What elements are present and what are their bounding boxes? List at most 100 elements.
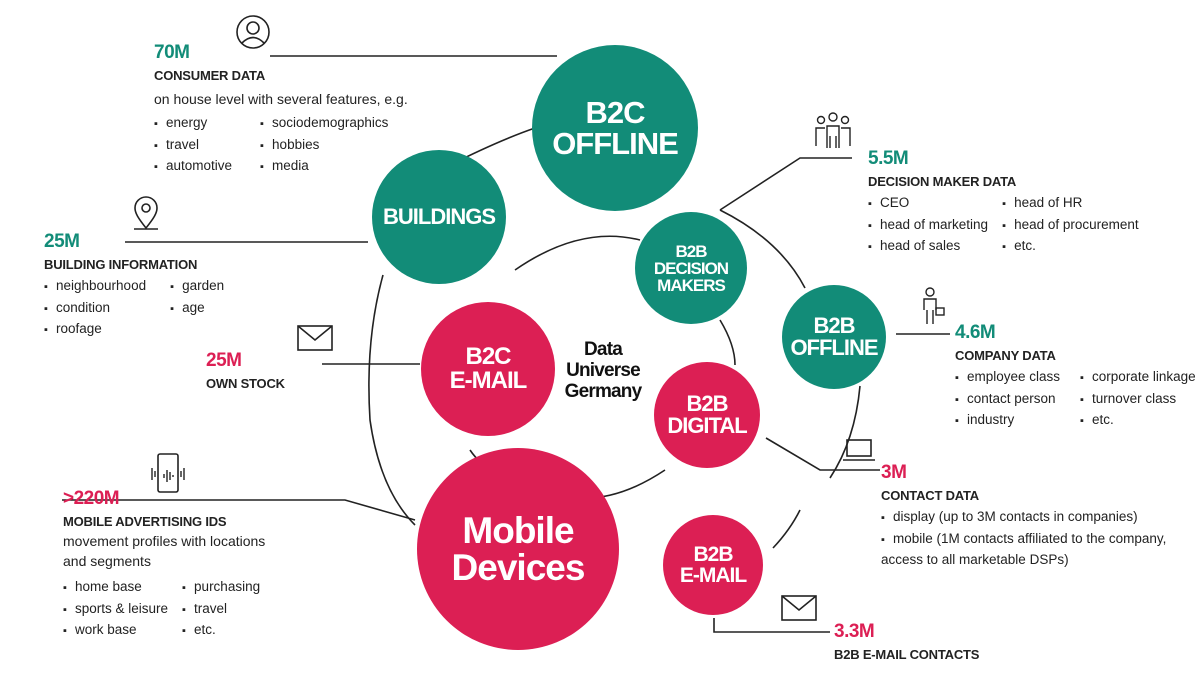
list-item: roofage	[44, 319, 146, 341]
envelope-icon	[781, 595, 817, 621]
mobile-desc-1: movement profiles with locations	[63, 533, 266, 549]
decision-list-2: head of HR head of procurement etc.	[1002, 193, 1139, 258]
consumer-list-1: energy travel automotive	[154, 113, 232, 178]
list-item: age	[170, 298, 224, 320]
envelope-icon	[297, 325, 333, 351]
company-title: COMPANY DATA	[955, 348, 1056, 363]
list-item: mobile (1M contacts affiliated to the co…	[881, 529, 1171, 571]
company-count: 4.6M	[955, 322, 996, 343]
mobile-list-1: home base sports & leisure work base	[63, 577, 168, 642]
consumer-count: 70M	[154, 42, 190, 63]
list-item: neighbourhood	[44, 276, 146, 298]
list-item: energy	[154, 113, 232, 135]
circle-label: B2C	[465, 343, 511, 370]
list-item: home base	[63, 577, 168, 599]
list-item: sociodemographics	[260, 113, 388, 135]
building-list-2: garden age	[170, 276, 224, 341]
list-item: industry	[955, 410, 1060, 432]
list-item: travel	[154, 135, 232, 157]
contact-count: 3M	[881, 462, 907, 483]
list-item: etc.	[1080, 410, 1196, 432]
circle-label: Mobile	[462, 510, 574, 551]
center-line-3: Germany	[564, 381, 643, 402]
group-icon	[815, 112, 851, 148]
circle-b2b-email[interactable]: B2B E-MAIL	[663, 515, 763, 615]
mobile-ids-block: >220M MOBILE ADVERTISING IDS movement pr…	[63, 488, 265, 642]
list-item: condition	[44, 298, 146, 320]
list-item: employee class	[955, 367, 1060, 389]
list-item: purchasing	[182, 577, 260, 599]
circle-label: OFFLINE	[552, 126, 679, 161]
circle-label: B2B	[675, 241, 707, 261]
list-item: travel	[182, 599, 260, 621]
circle-b2c-offline[interactable]: B2C OFFLINE	[532, 45, 698, 211]
decision-list-1: CEO head of marketing head of sales	[868, 193, 988, 258]
b2b-email-count: 3.3M	[834, 621, 875, 642]
list-item: head of marketing	[868, 215, 988, 237]
circle-label: DECISION	[653, 258, 729, 278]
decision-count: 5.5M	[868, 148, 909, 169]
list-item: CEO	[868, 193, 988, 215]
circle-label: OFFLINE	[790, 335, 878, 360]
circle-b2b-decision-makers[interactable]: B2B DECISION MAKERS	[635, 212, 747, 324]
company-list-2: corporate linkage turnover class etc.	[1080, 367, 1196, 432]
circle-b2c-email[interactable]: B2C E-MAIL	[421, 302, 555, 436]
circle-label: BUILDINGS	[383, 204, 496, 229]
b2b-email-title: B2B E-MAIL CONTACTS	[834, 647, 980, 662]
center-label: Data Universe Germany	[558, 339, 648, 402]
list-item: display (up to 3M contacts in companies)	[881, 507, 1171, 529]
contact-data-block: 3M CONTACT DATA display (up to 3M contac…	[881, 462, 1171, 571]
list-item: contact person	[955, 389, 1060, 411]
circle-label: Devices	[451, 547, 586, 588]
list-item: work base	[63, 620, 168, 642]
own-stock-title: OWN STOCK	[206, 376, 285, 391]
circle-buildings[interactable]: BUILDINGS	[372, 150, 506, 284]
list-item: etc.	[1002, 236, 1139, 258]
circle-label: E-MAIL	[449, 367, 528, 394]
contact-list: display (up to 3M contacts in companies)…	[881, 507, 1171, 571]
company-list-1: employee class contact person industry	[955, 367, 1060, 432]
location-pin-icon	[134, 196, 158, 230]
mobile-count: >220M	[63, 488, 120, 509]
list-item: corporate linkage	[1080, 367, 1196, 389]
businessperson-icon	[923, 287, 945, 324]
list-item: etc.	[182, 620, 260, 642]
building-count: 25M	[44, 231, 80, 252]
list-item: sports & leisure	[63, 599, 168, 621]
building-list-1: neighbourhood condition roofage	[44, 276, 146, 341]
own-stock-block: 25M OWN STOCK	[206, 350, 285, 391]
circle-mobile-devices[interactable]: Mobile Devices	[417, 448, 619, 650]
circle-label: DIGITAL	[667, 413, 747, 438]
list-item: head of HR	[1002, 193, 1139, 215]
circle-label: B2B	[686, 391, 728, 416]
building-title: BUILDING INFORMATION	[44, 257, 198, 272]
mobile-list-2: purchasing travel etc.	[182, 577, 260, 642]
circle-b2b-digital[interactable]: B2B DIGITAL	[654, 362, 760, 468]
circle-b2b-offline[interactable]: B2B OFFLINE	[782, 285, 886, 389]
person-icon	[236, 15, 270, 49]
contact-title: CONTACT DATA	[881, 488, 979, 503]
list-item: garden	[170, 276, 224, 298]
consumer-data-block: 70M CONSUMER DATA on house level with se…	[154, 42, 408, 178]
mobile-title: MOBILE ADVERTISING IDS	[63, 514, 227, 529]
list-item: hobbies	[260, 135, 388, 157]
decision-title: DECISION MAKER DATA	[868, 174, 1017, 189]
circle-label: E-MAIL	[679, 564, 747, 587]
center-line-1: Data	[584, 339, 623, 360]
list-item: turnover class	[1080, 389, 1196, 411]
b2b-email-contacts-block: 3.3M B2B E-MAIL CONTACTS	[834, 621, 979, 662]
circle-label: B2B	[693, 543, 733, 566]
laptop-icon	[843, 439, 875, 461]
circle-label: B2B	[813, 313, 855, 338]
consumer-list-2: sociodemographics hobbies media	[260, 113, 388, 178]
list-item: head of procurement	[1002, 215, 1139, 237]
list-item: head of sales	[868, 236, 988, 258]
company-data-block: 4.6M COMPANY DATA employee class contact…	[955, 322, 1196, 432]
smartphone-icon	[151, 453, 185, 493]
consumer-desc: on house level with several features, e.…	[154, 91, 408, 107]
circle-label: B2C	[585, 95, 645, 130]
building-info-block: 25M BUILDING INFORMATION neighbourhood c…	[44, 231, 224, 341]
list-item: media	[260, 156, 388, 178]
decision-maker-block: 5.5M DECISION MAKER DATA CEO head of mar…	[868, 148, 1139, 258]
